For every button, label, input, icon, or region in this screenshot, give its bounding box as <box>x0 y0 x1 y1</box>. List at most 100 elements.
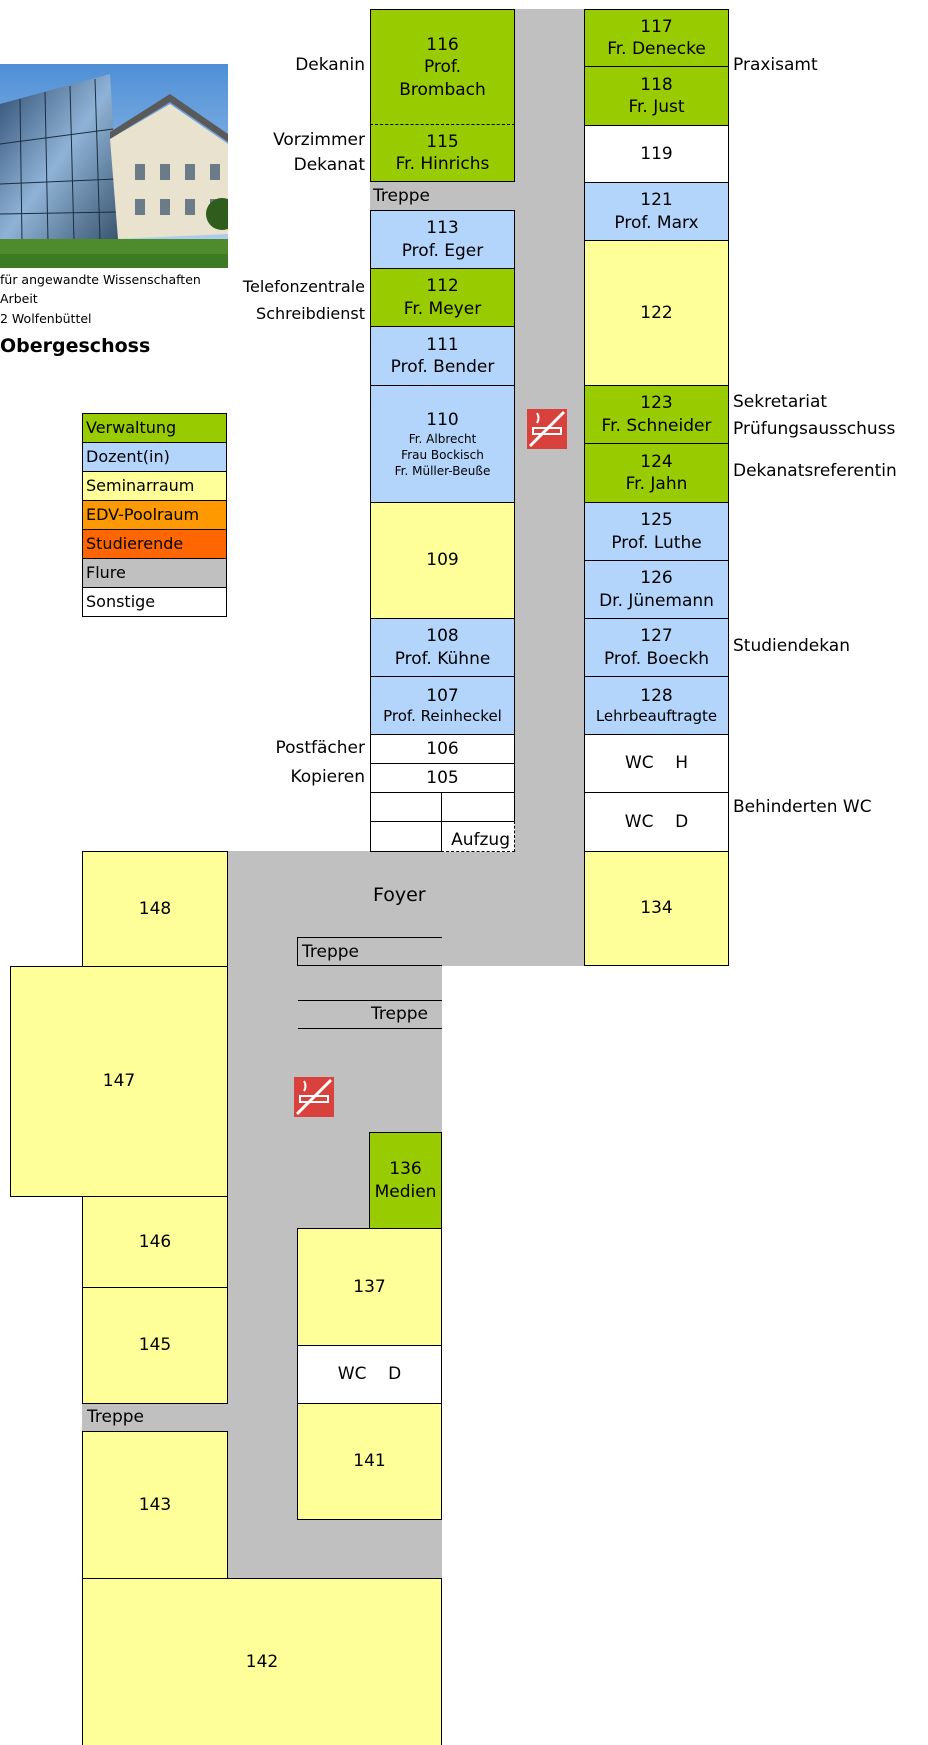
room-115[interactable]: 115 Fr. Hinrichs <box>370 125 515 182</box>
wc-d-upper[interactable]: WC D <box>584 792 729 852</box>
legend-dozent: Dozent(in) <box>82 443 227 472</box>
label-studiendekan: Studiendekan <box>733 636 850 656</box>
room-occupant: Medien <box>374 1181 437 1202</box>
label-dekanatsreferentin: Dekanatsreferentin <box>733 461 897 481</box>
room-number: 109 <box>426 550 459 571</box>
corridor-stair-left <box>370 181 515 210</box>
room-123[interactable]: 123 Fr. Schneider <box>584 385 729 444</box>
room-111[interactable]: 111 Prof. Bender <box>370 326 515 386</box>
no-smoking-icon <box>294 1077 334 1117</box>
room-number: 107 <box>426 685 459 706</box>
room-number: 117 <box>640 16 673 37</box>
room-105[interactable]: 105 <box>370 763 515 793</box>
room-125[interactable]: 125 Prof. Luthe <box>584 502 729 561</box>
room-occupant: Dr. Jünemann <box>599 590 714 611</box>
label-schreibdienst: Schreibdienst <box>256 304 365 323</box>
room-121[interactable]: 121 Prof. Marx <box>584 182 729 241</box>
wc-h-label: WC H <box>624 753 689 774</box>
room-occupant: Fr. Meyer <box>403 298 482 319</box>
room-137[interactable]: 137 <box>297 1228 442 1346</box>
room-106[interactable]: 106 <box>370 734 515 764</box>
label-vorzimmer: Vorzimmer <box>273 130 365 150</box>
room-number: 116 <box>426 35 459 56</box>
legend-seminarraum: Seminarraum <box>82 472 227 501</box>
room-143[interactable]: 143 <box>82 1431 228 1579</box>
room-occupant: Prof. <box>423 57 462 78</box>
room-113[interactable]: 113 Prof. Eger <box>370 210 515 269</box>
room-number: 124 <box>640 451 673 472</box>
stairs-label-lower: Treppe <box>87 1407 145 1427</box>
room-occupant: Fr. Müller-Beuße <box>394 464 491 479</box>
wc-d-label: WC D <box>337 1364 402 1385</box>
room-number: 106 <box>426 738 459 759</box>
room-124[interactable]: 124 Fr. Jahn <box>584 443 729 503</box>
room-147[interactable]: 147 <box>10 966 228 1197</box>
room-occupant: Fr. Schneider <box>601 415 712 436</box>
legend-sonstige: Sonstige <box>82 588 227 617</box>
room-107[interactable]: 107 Prof. Reinheckel <box>370 676 515 735</box>
room-112[interactable]: 112 Fr. Meyer <box>370 268 515 327</box>
room-occupant: Prof. Kühne <box>394 648 491 669</box>
room-number: 142 <box>245 1651 279 1672</box>
room-128[interactable]: 128 Lehrbeauftragte <box>584 676 729 735</box>
room-number: 122 <box>640 302 673 323</box>
stairs-line <box>298 937 442 938</box>
room-occupant: Fr. Hinrichs <box>395 154 490 174</box>
room-134[interactable]: 134 <box>584 851 729 966</box>
legend: Verwaltung Dozent(in) Seminarraum EDV-Po… <box>82 413 227 617</box>
foyer-area <box>227 851 585 966</box>
legend-verwaltung: Verwaltung <box>82 414 227 443</box>
room-number: 146 <box>138 1231 172 1252</box>
no-smoking-icon <box>527 409 567 449</box>
stairs-label-upper: Treppe <box>373 186 431 206</box>
room-122[interactable]: 122 <box>584 240 729 386</box>
room-occupant: Prof. Reinheckel <box>383 706 502 725</box>
room-127[interactable]: 127 Prof. Boeckh <box>584 618 729 677</box>
legend-studierende: Studierende <box>82 530 227 559</box>
room-occupant: Prof. Boeckh <box>603 648 709 669</box>
room-142[interactable]: 142 <box>82 1578 442 1745</box>
room-occupant: Prof. Eger <box>401 240 484 261</box>
room-118[interactable]: 118 Fr. Just <box>584 67 729 126</box>
room-141[interactable]: 141 <box>297 1403 442 1520</box>
room-occupant: Fr. Denecke <box>607 39 706 59</box>
room-148[interactable]: 148 <box>82 851 228 967</box>
caption-line-1: für angewandte Wissenschaften <box>0 272 201 287</box>
room-117[interactable]: 117 Fr. Denecke <box>584 9 729 67</box>
label-praxisamt: Praxisamt <box>733 55 818 75</box>
room-136[interactable]: 136 Medien <box>369 1132 442 1229</box>
corridor-main <box>514 9 585 966</box>
room-number: 108 <box>426 626 459 647</box>
room-number: 115 <box>426 131 459 152</box>
room-145[interactable]: 145 <box>82 1287 228 1404</box>
label-sekretariat: Sekretariat <box>733 392 828 412</box>
room-110[interactable]: 110 Fr. Albrecht Frau Bockisch Fr. Mülle… <box>370 385 515 503</box>
room-number: 128 <box>640 685 673 706</box>
room-occupant: Frau Bockisch <box>401 447 484 462</box>
room-108[interactable]: 108 Prof. Kühne <box>370 618 515 677</box>
elevator[interactable]: Aufzug <box>441 821 515 852</box>
room-number: 143 <box>138 1494 172 1515</box>
room-number: 145 <box>138 1335 172 1356</box>
room-number: 141 <box>353 1451 386 1472</box>
room-146[interactable]: 146 <box>82 1196 228 1288</box>
storage-small-c <box>370 821 442 852</box>
stairs-line <box>298 1000 442 1001</box>
floor-title: Obergeschoss <box>0 335 151 357</box>
wc-d-lower[interactable]: WC D <box>297 1345 442 1404</box>
stairs-line <box>297 937 298 966</box>
room-occupant: Lehrbeauftragte <box>595 706 718 725</box>
room-119[interactable]: 119 <box>584 125 729 183</box>
room-126[interactable]: 126 Dr. Jünemann <box>584 560 729 619</box>
room-occupant: Prof. Bender <box>390 357 495 377</box>
room-109[interactable]: 109 <box>370 502 515 619</box>
room-occupant: Fr. Albrecht <box>408 431 477 446</box>
room-116[interactable]: 116 Prof. Brombach <box>370 9 515 126</box>
storage-small-b <box>441 792 515 822</box>
label-dekanin: Dekanin <box>295 55 365 75</box>
room-occupant: Prof. Marx <box>614 212 699 233</box>
wc-h[interactable]: WC H <box>584 734 729 793</box>
label-pruefungsausschuss: Prüfungsausschuss <box>733 419 896 439</box>
room-number: 147 <box>102 1071 136 1092</box>
foyer-label: Foyer <box>373 884 426 906</box>
